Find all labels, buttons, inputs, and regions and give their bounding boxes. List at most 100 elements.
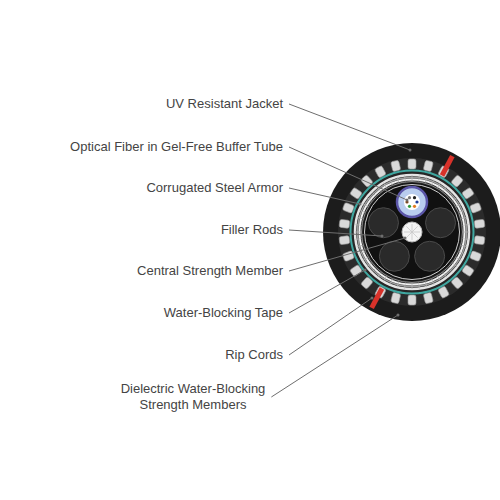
leader-line <box>289 104 410 150</box>
armor-corrugation <box>418 283 420 289</box>
armor-corrugation <box>397 177 399 183</box>
armor-corrugation <box>363 258 368 261</box>
callout-label: Dielectric Water-Blocking Strength Membe… <box>103 381 283 413</box>
armor-corrugation <box>425 177 427 183</box>
armor-corrugation <box>448 268 452 272</box>
armor-corrugation <box>432 279 434 285</box>
callout-label: Optical Fiber in Gel-Free Buffer Tube <box>13 139 283 155</box>
strength-member <box>469 251 481 262</box>
armor-corrugation <box>432 179 434 185</box>
armor-corrugation <box>384 183 387 188</box>
uv-jacket <box>323 143 500 321</box>
strength-member <box>339 236 350 245</box>
buffer-tube <box>397 187 427 217</box>
armor-corrugation <box>355 224 361 226</box>
strength-member-strand <box>412 232 420 233</box>
filler-rod <box>426 208 456 238</box>
armor-corrugation <box>404 175 406 181</box>
armor-corrugation <box>404 283 406 289</box>
armor-corrugation <box>384 276 387 281</box>
armor-corrugation <box>438 183 441 188</box>
armor-corrugation <box>463 232 469 233</box>
strength-member <box>408 295 416 305</box>
armor-corrugation <box>390 279 392 285</box>
strength-member <box>342 202 354 213</box>
strength-member-strand <box>412 232 413 240</box>
strength-member <box>339 219 350 228</box>
armor-corrugation <box>443 272 447 277</box>
inner-jacket <box>352 172 472 292</box>
callout-label: Rip Cords <box>23 347 283 363</box>
armor-corrugation <box>459 252 465 254</box>
rip-cord <box>369 287 384 309</box>
core <box>363 183 461 281</box>
strength-member <box>391 160 401 172</box>
armor-corrugation <box>359 210 365 212</box>
water-blocking-tape <box>351 171 474 294</box>
armor-corrugation <box>443 187 447 192</box>
armor-corrugation <box>367 263 372 267</box>
strength-member <box>408 159 416 169</box>
callout-label: UV Resistant Jacket <box>23 96 283 112</box>
leader-dot <box>359 203 362 206</box>
armor-corrugation <box>357 217 363 219</box>
armor-corrugation <box>438 276 441 281</box>
fiber-bundle <box>404 194 420 210</box>
armor-corrugation <box>461 245 467 247</box>
optical-fiber <box>408 205 411 208</box>
armor-corrugation <box>357 245 363 247</box>
callout-label: Central Strength Member <box>23 263 283 279</box>
armor-corrugation <box>397 281 399 287</box>
strength-member <box>474 219 485 228</box>
steel-armor <box>355 175 469 289</box>
strength-member <box>391 292 401 304</box>
filler-rod <box>415 241 445 271</box>
armor-corrugation <box>367 197 372 201</box>
leader-line <box>271 315 398 397</box>
optical-fiber <box>415 200 418 203</box>
steel-armor <box>358 178 467 287</box>
armor-corrugation <box>377 272 381 277</box>
leader-dot <box>404 237 407 240</box>
rip-cord <box>440 155 455 177</box>
filler-rod <box>368 208 398 238</box>
armor-corrugation <box>372 192 376 196</box>
armor-corrugation <box>355 238 361 240</box>
strength-member <box>423 292 433 304</box>
armor-corrugation <box>452 263 457 267</box>
steel-armor <box>360 180 465 285</box>
armor-corrugation <box>418 175 420 181</box>
strength-member-strand <box>412 226 418 232</box>
leader-line <box>289 298 372 355</box>
armor-corrugation <box>363 204 368 207</box>
armor-corrugation <box>448 192 452 196</box>
leader-dot <box>409 149 412 152</box>
armor-corrugation <box>459 210 465 212</box>
strength-member <box>423 160 433 172</box>
armor-corrugation <box>355 232 361 233</box>
strength-ring <box>338 158 486 306</box>
filler-rod <box>379 241 409 271</box>
optical-fiber <box>408 196 411 199</box>
armor-corrugation <box>463 238 469 240</box>
cable-cross-section <box>323 143 500 321</box>
armor-corrugation <box>452 197 457 201</box>
leader-line <box>289 238 405 271</box>
steel-armor <box>362 182 463 283</box>
strength-member <box>342 251 354 262</box>
armor-corrugation <box>461 217 467 219</box>
armor-corrugation <box>412 175 413 181</box>
optical-fiber <box>413 196 416 199</box>
leader-lines <box>271 104 411 397</box>
armor-corrugation <box>390 179 392 185</box>
leader-dot <box>381 235 384 238</box>
strength-member-strand <box>406 226 412 232</box>
leader-dot <box>364 269 367 272</box>
central-strength-member <box>402 222 422 242</box>
armor-corrugation <box>425 281 427 287</box>
leader-dot <box>406 199 409 202</box>
core-wrap <box>365 185 460 280</box>
armor-corrugation <box>463 224 469 226</box>
callout-label: Water-Blocking Tape <box>23 305 283 321</box>
